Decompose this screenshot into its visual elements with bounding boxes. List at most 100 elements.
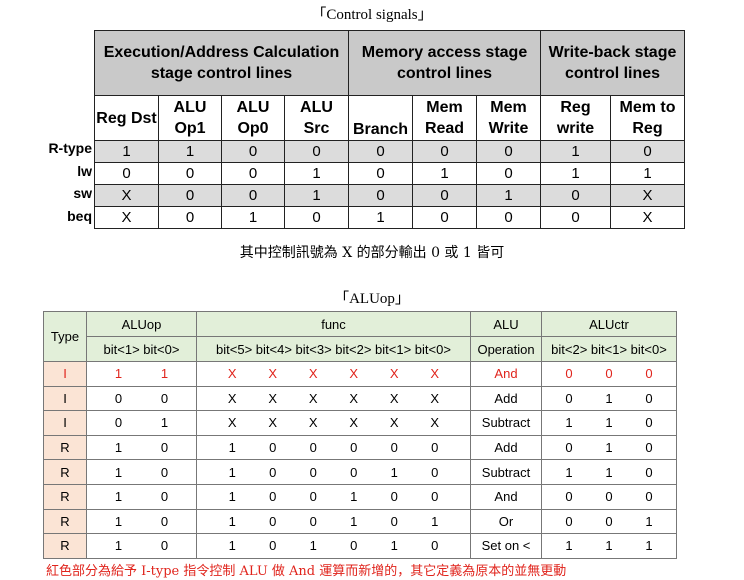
bit-value: 0 [269, 513, 277, 529]
cell: 0 [476, 140, 541, 163]
bit-value: 0 [309, 489, 317, 505]
bit-value: 0 [160, 489, 169, 505]
bit-value: 1 [228, 489, 236, 505]
cell: 1 [540, 162, 611, 185]
bit-value: 0 [350, 538, 358, 554]
cell: X [94, 206, 159, 229]
cell: 0 [221, 162, 285, 185]
bit-value: 0 [160, 513, 169, 529]
bit-value: 1 [390, 538, 398, 554]
bit-value: 0 [431, 489, 439, 505]
bit-value: X [308, 390, 318, 406]
cell: 0 [158, 206, 222, 229]
bit-value: 0 [565, 440, 573, 456]
control-signals-table: Execution/Address Calculation stage cont… [94, 30, 685, 229]
operation-cell: Add [470, 385, 542, 412]
aluctr-bit-labels: bit<2> bit<1> bit<0> [541, 336, 677, 362]
bit-value: 1 [605, 464, 613, 480]
bit-value: 1 [228, 538, 236, 554]
bit-value: X [389, 366, 399, 382]
col-header-operation: Operation [470, 336, 542, 362]
group-header-writeback: Write-back stage control lines [540, 30, 685, 96]
type-cell: I [43, 361, 87, 387]
col-header-mem-to-reg: Mem to Reg [610, 95, 685, 141]
bit-value: 0 [565, 513, 573, 529]
col-header-mem-write: Mem Write [476, 95, 541, 141]
control-note: 其中控制訊號為 X 的部分輸出 0 或 1 皆可 [239, 245, 505, 261]
cell: 0 [412, 184, 477, 207]
col-header-alu-op0: ALU Op0 [221, 95, 285, 141]
operation-cell: Subtract [470, 459, 542, 485]
row-label-beq: beq [67, 208, 92, 224]
bit-value: 1 [605, 538, 613, 554]
bit-value: 0 [645, 390, 653, 406]
control-signals-title: 「Control signals」 [311, 7, 433, 23]
func-bit-labels: bit<5> bit<4> bit<3> bit<2> bit<1> bit<0… [196, 336, 471, 362]
bit-value: 1 [114, 464, 123, 480]
cell: 0 [158, 162, 222, 185]
operation-cell: Set on < [470, 533, 542, 559]
bit-value: X [349, 390, 359, 406]
bit-value: X [430, 390, 440, 406]
cell: 1 [412, 162, 477, 185]
bit-value: 1 [160, 366, 169, 382]
bit-value: 0 [645, 489, 653, 505]
bit-value: 0 [160, 390, 169, 406]
cell: 0 [412, 206, 477, 229]
bit-value: 1 [565, 415, 573, 431]
bit-value: X [349, 415, 359, 431]
row-label-lw: lw [77, 163, 92, 179]
bit-value: X [227, 415, 237, 431]
bit-value: 0 [565, 390, 573, 406]
bit-value: 0 [390, 440, 398, 456]
bit-value: 0 [269, 489, 277, 505]
bit-value: 0 [431, 440, 439, 456]
cell: 0 [284, 206, 349, 229]
row-label-sw: sw [73, 185, 92, 201]
bit-value: X [308, 415, 318, 431]
bit-value: 0 [605, 513, 613, 529]
bit-value: X [268, 390, 278, 406]
bit-value: 1 [114, 440, 123, 456]
group-header-execution: Execution/Address Calculation stage cont… [94, 30, 349, 96]
bit-value: 1 [605, 440, 613, 456]
bit-value: 1 [350, 513, 358, 529]
aluop-table: Type ALUop func ALU ALUctr bit<1> bit<0>… [43, 311, 677, 559]
bit-value: X [389, 415, 399, 431]
bit-value: 0 [605, 489, 613, 505]
cell: X [610, 184, 685, 207]
cell: 1 [610, 162, 685, 185]
bit-value: X [227, 390, 237, 406]
cell: 0 [610, 140, 685, 163]
bit-value: X [268, 366, 278, 382]
col-header-func: func [196, 311, 471, 337]
col-header-aluop: ALUop [86, 311, 197, 337]
bit-value: X [389, 390, 399, 406]
bit-value: 1 [350, 489, 358, 505]
bit-value: X [227, 366, 237, 382]
aluop-note: 紅色部分為給予 I-type 指令控制 ALU 做 And 運算而新增的，其它定… [46, 564, 567, 579]
bit-value: 1 [565, 464, 573, 480]
cell: 1 [540, 140, 611, 163]
bit-value: X [308, 366, 318, 382]
bit-value: 0 [645, 366, 653, 382]
operation-cell: And [470, 361, 542, 387]
aluop-title: 「ALUop」 [334, 291, 410, 307]
bit-value: 0 [350, 464, 358, 480]
cell: 0 [348, 184, 413, 207]
